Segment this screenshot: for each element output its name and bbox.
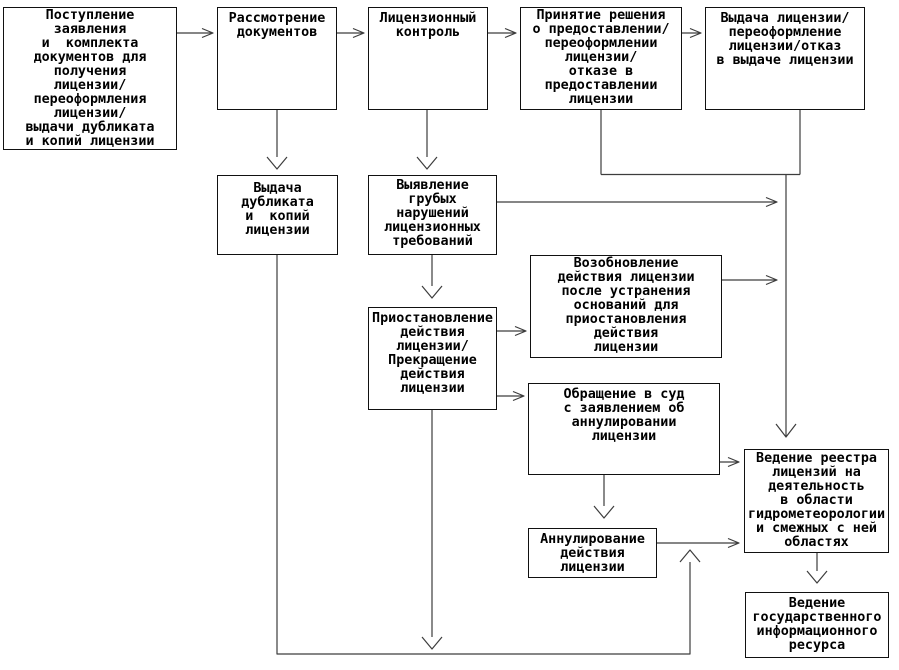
box-review: Рассмотрение документов [217, 7, 337, 110]
edge-review-duplicate [266, 110, 288, 170]
edge-control-decision [488, 27, 517, 39]
edge-court-registry [720, 456, 740, 468]
box-suspension: Приостановление действия лицензии/ Прекр… [368, 307, 497, 410]
edge-decision-issuance-registry-trunk [600, 110, 801, 438]
edge-suspension-renewal [497, 325, 527, 337]
box-info-resource: Ведение государственного информационного… [745, 592, 889, 658]
box-duplicate: Выдача дубликата и копий лицензии [217, 175, 338, 255]
box-court: Обращение в суд с заявлением об аннулиро… [528, 383, 720, 475]
edge-suspension-bottom-merge [421, 410, 443, 650]
edge-violations-trunk [497, 196, 778, 208]
edge-annulment-registry [657, 537, 740, 549]
edge-court-annulment [593, 475, 615, 519]
edge-duplicate-bottom-merge [276, 255, 701, 655]
edge-decision-issuance [682, 27, 702, 39]
edge-violations-suspension [421, 255, 443, 299]
box-annulment: Аннулирование действия лицензии [528, 528, 657, 578]
box-intake: Поступление заявления и комплекта докуме… [3, 7, 177, 150]
box-decision: Принятие решения о предоставлении/ перео… [520, 7, 682, 110]
edge-control-violations [416, 110, 438, 170]
edge-suspension-court [497, 390, 525, 402]
box-renewal: Возобновление действия лицензии после ус… [530, 255, 722, 358]
edge-renewal-trunk [722, 274, 778, 286]
box-control: Лицензионный контроль [368, 7, 488, 110]
edge-review-control [337, 27, 365, 39]
box-violations: Выявление грубых нарушений лицензионных … [368, 175, 497, 255]
box-registry: Ведение реестра лицензий на деятельность… [744, 449, 889, 553]
box-issuance: Выдача лицензии/ переоформление лицензии… [705, 7, 865, 110]
edge-registry-inforesource [806, 553, 828, 584]
edge-intake-review [177, 27, 214, 39]
